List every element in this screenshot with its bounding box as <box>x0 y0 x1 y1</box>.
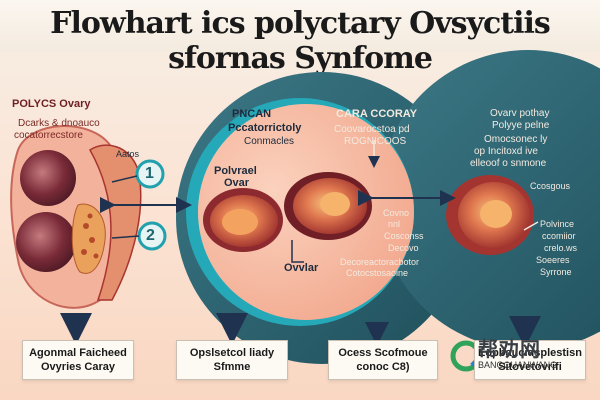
outcome-box-3-line2: conoc C8) <box>356 361 410 373</box>
panel1-side: Aatos <box>116 149 140 159</box>
panel4-side2: ccomiior <box>542 231 576 241</box>
panel1-header: POLYCS Ovary <box>12 98 91 110</box>
panel2-header2: Pccatorrictoly <box>228 122 302 134</box>
panel3-header: CARA CCORAY <box>336 108 418 120</box>
outcome-box-2-line2: Sfmme <box>213 361 251 373</box>
outcome-box-1: Agonmal Faicheed Ovyries Caray <box>22 340 134 380</box>
badge-1-connector <box>111 175 138 183</box>
outcome-box-1-line1: Agonmal Faicheed <box>29 347 127 359</box>
outcome-box-3: Ocess Scofmoue conoc C8) <box>328 340 438 380</box>
badge-1-label: 1 <box>145 165 154 182</box>
watermark-brand: 帮劝网 <box>478 339 541 361</box>
panel3-side3: Cosconss <box>384 231 424 241</box>
outcome-box-4-line2: Sitovetovrifi <box>498 361 562 373</box>
pointer-panel4 <box>523 221 539 231</box>
panel2-organ-label2: Ovar <box>224 177 250 189</box>
outcome-box-2: Opslsetcol liady Sfmme <box>176 340 288 380</box>
panel4-sub1: Omocsonec ly <box>484 134 548 145</box>
outcome-box-2-line1: Opslsetcol liady <box>189 347 275 359</box>
outcome-box-4: Eopbaucidsplestisn Sitovetovrifi <box>474 340 586 380</box>
panel4-sub2: op Incitoxd ive <box>474 146 538 157</box>
panel3-bottom1: Decoreactoracbotor <box>340 257 420 267</box>
panel4-side4: Soeeres <box>536 255 570 265</box>
panel4-side5: Syrrone <box>540 267 572 277</box>
panel2-organ-label1: Polvrael <box>214 165 257 177</box>
title-bar <box>0 0 600 52</box>
panel1-ovary-illustration <box>10 125 142 309</box>
panel3-side4: Decovo <box>388 243 419 253</box>
outcome-box-4-line1: Eopbaucidsplestisn <box>478 347 582 359</box>
badge-1 <box>135 159 165 189</box>
panel3-bottom2: Cotocstosaoine <box>346 268 409 278</box>
panel2-bottom-label: Ovvlar <box>284 262 319 274</box>
panel3-sub2: ROGNICOOS <box>344 136 407 147</box>
panel4-header1: Ovarv pothay <box>490 108 550 119</box>
panel4-side0: Ccosgous <box>530 181 571 191</box>
panel3-side1: Covno <box>383 208 410 218</box>
panel2-ovary-illustration <box>203 188 283 252</box>
panel3-side2: nnl <box>388 219 401 229</box>
page-title: Flowhart ics polyctary Ovsyctiis sfornas… <box>50 6 551 76</box>
panel1-sub1: Dcarks & dnoauco <box>18 118 100 129</box>
outcome-box-3-line1: Ocess Scofmoue <box>338 347 428 359</box>
outcome-box-1-line2: Ovyries Caray <box>41 361 115 373</box>
badge-2-connector <box>111 235 140 239</box>
panel4-ovary-illustration <box>446 175 534 255</box>
panel4-sub3: elleoof o snmone <box>470 158 547 169</box>
watermark-sub: BANGQUANWANG <box>478 360 558 370</box>
badge-2-label: 2 <box>146 227 155 244</box>
pointer-panel2 <box>291 240 304 263</box>
panel2-header1: PNCAN <box>232 108 272 120</box>
panel4-header2: Polyye pelne <box>492 120 550 131</box>
panel1-sub2: cocatorrecstore <box>14 130 83 141</box>
panel4-side1: Polvince <box>540 219 575 229</box>
panel4-side3: crelo.ws <box>544 243 578 253</box>
panel2-header3: Conmacles <box>244 136 295 147</box>
panel3-sub1: Coovarocstoa pd <box>334 124 410 135</box>
panel3-ovary-illustration <box>284 172 372 240</box>
